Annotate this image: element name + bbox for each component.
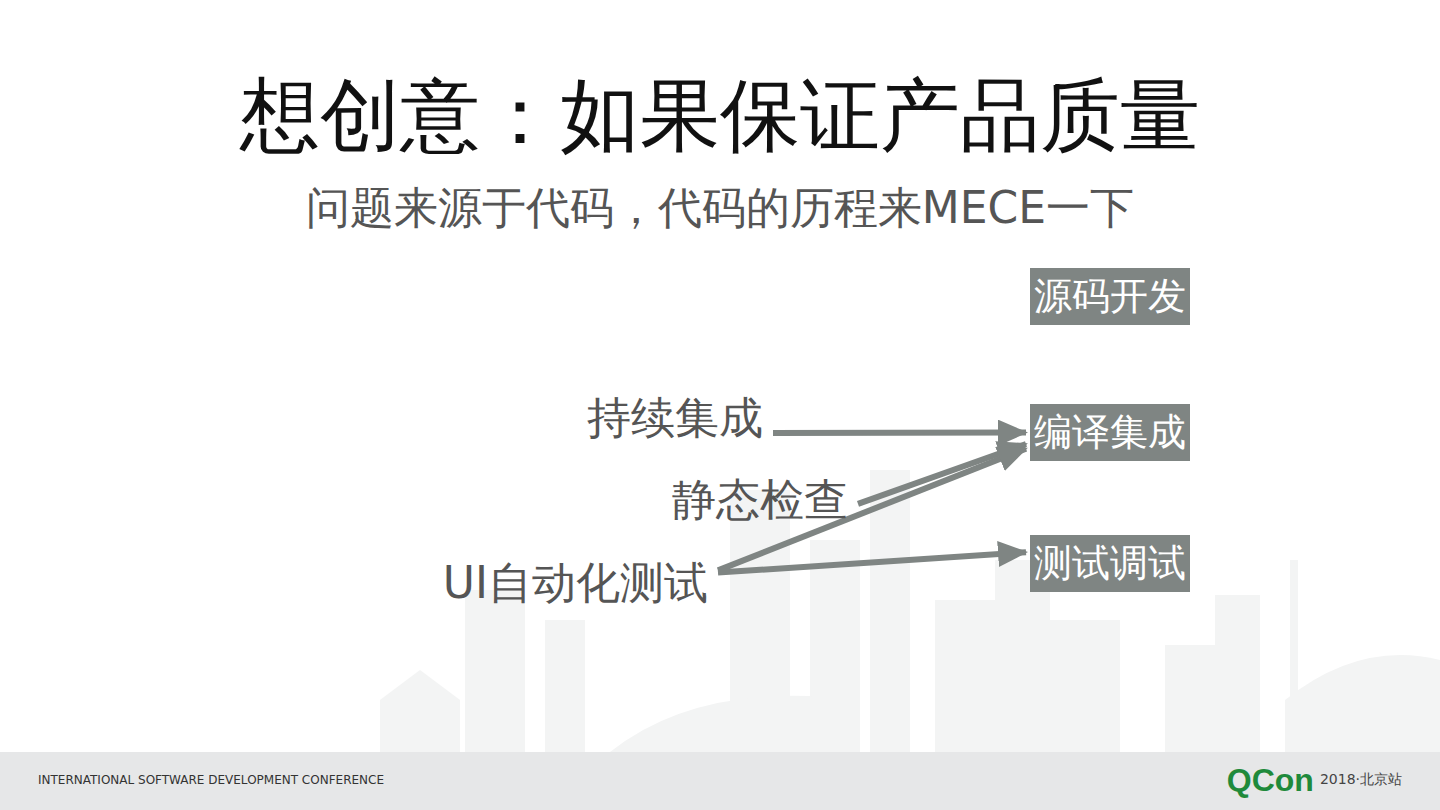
brand-logo: QCon xyxy=(1227,762,1314,799)
process-box: 测试调试 xyxy=(1030,535,1190,592)
step-label: UI自动化测试 xyxy=(443,555,708,610)
event-date: 2018·北京站 xyxy=(1320,771,1402,789)
step-label: 持续集成 xyxy=(587,390,763,445)
node-text: 持续集成 xyxy=(587,392,763,443)
step-label: 静态检查 xyxy=(672,472,848,527)
process-box: 编译集成 xyxy=(1030,404,1190,461)
node-text: UI自动化测试 xyxy=(443,557,708,608)
node-text: 测试调试 xyxy=(1034,541,1186,585)
slide-title: 想创意：如果保证产品质量 xyxy=(0,72,1440,160)
process-box: 源码开发 xyxy=(1030,268,1190,325)
node-text: 编译集成 xyxy=(1034,410,1186,454)
conference-name: INTERNATIONAL SOFTWARE DEVELOPMENT CONFE… xyxy=(38,773,384,787)
slide-subtitle: 问题来源于代码，代码的历程来MECE一下 xyxy=(0,182,1440,235)
footer-bar: INTERNATIONAL SOFTWARE DEVELOPMENT CONFE… xyxy=(0,752,1440,810)
arrow-connector xyxy=(858,444,1026,504)
arrow-connector xyxy=(773,430,1026,436)
node-text: 静态检查 xyxy=(672,474,848,525)
node-text: 源码开发 xyxy=(1034,274,1186,318)
arrow-connector xyxy=(718,552,1026,572)
skyline xyxy=(380,470,1440,752)
